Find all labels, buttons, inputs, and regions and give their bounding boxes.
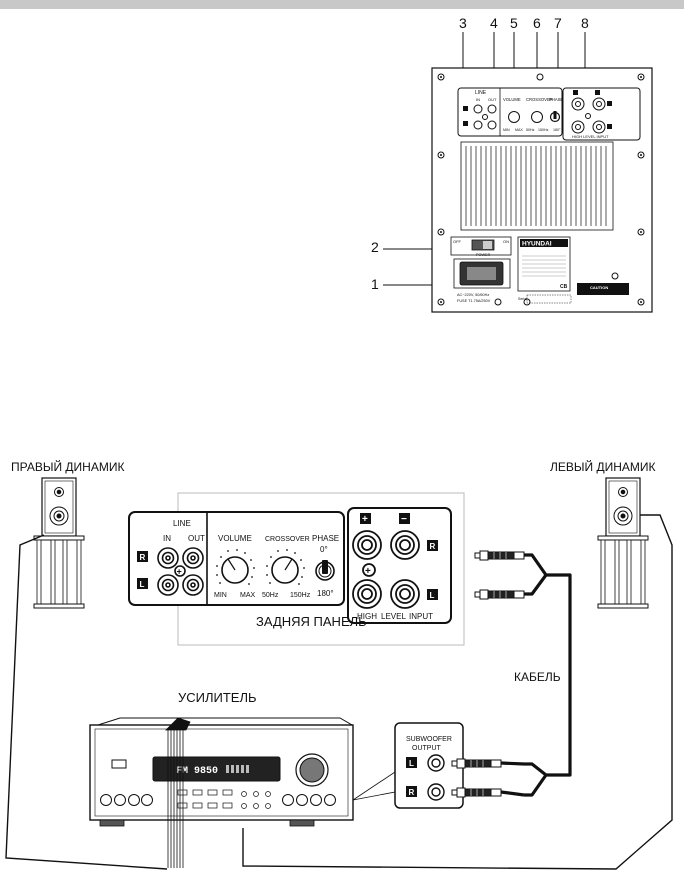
volume-max-label: MAX (240, 592, 256, 599)
amplifier-display: FM 9850 (176, 766, 218, 777)
top-line-label: LINE (475, 90, 487, 96)
top-50hz-label: 50Hz (526, 128, 535, 132)
phase-180-label: 180° (317, 589, 334, 598)
left-speaker (597, 477, 649, 609)
top-max-label: MAX (515, 128, 523, 132)
left-speaker-label: ЛЕВЫЙ ДИНАМИК (550, 459, 656, 474)
callout-6: 6 (533, 15, 541, 31)
phase-0-label: 0° (320, 545, 328, 554)
cable-label: КАБЕЛЬ (514, 670, 561, 684)
volume-min-label: MIN (214, 592, 227, 599)
amplifier-label: УСИЛИТЕЛЬ (178, 690, 257, 705)
rear-panel-label: ЗАДНЯЯ ПАНЕЛЬ (256, 614, 367, 629)
level-label: LEVEL (381, 612, 406, 621)
top-caution: CAUTION (590, 285, 608, 290)
subwoofer-rear-panel: 3 4 5 6 7 8 2 1 (371, 15, 653, 313)
in-label: IN (163, 534, 171, 543)
top-brand: HYUNDAI (522, 241, 552, 248)
top-power-label: POWER (476, 253, 491, 257)
ground-plus: + (177, 567, 182, 577)
top-high-level-input-label: HIGH LEVEL INPUT (572, 134, 609, 139)
high-r-badge: R (430, 542, 436, 551)
high-minus-badge: − (401, 514, 407, 525)
vent-grill (460, 141, 614, 231)
high-label: HIGH (357, 612, 377, 621)
header-strip (0, 0, 684, 9)
phase-label: PHASE (312, 534, 339, 543)
rca-plugs-bottom (451, 758, 525, 798)
amplifier-cable-bundle (165, 717, 191, 868)
input-label: INPUT (409, 612, 433, 621)
callout-7: 7 (554, 15, 562, 31)
high-plus-badge: + (362, 514, 368, 525)
right-speaker (33, 477, 85, 609)
top-in-label: IN (476, 97, 480, 102)
sub-r-badge: R (409, 788, 415, 797)
out-label: OUT (188, 534, 205, 543)
top-on-label: ON (503, 239, 509, 244)
top-volume-label: VOLUME (503, 97, 521, 102)
line-label: LINE (173, 519, 191, 528)
top-crossover-label: CROSSOVER (526, 97, 553, 102)
top-min-label: MIN (503, 128, 510, 132)
callout-8: 8 (581, 15, 589, 31)
line-r-badge: R (140, 553, 146, 562)
rca-plugs-top (474, 550, 525, 600)
rca-cable (524, 553, 572, 797)
volume-label: VOLUME (218, 534, 252, 543)
crossover-50hz-label: 50Hz (262, 592, 279, 599)
line-l-badge: L (140, 580, 145, 589)
amplifier-power-button[interactable] (111, 759, 127, 769)
subwoofer-label-2: OUTPUT (412, 745, 442, 752)
callout-2: 2 (371, 239, 379, 255)
amplifier: FM 9850 (89, 717, 396, 827)
high-l-badge: L (430, 591, 435, 600)
high-level-input-block: + − + R L HIGH LEVEL INPUT (347, 507, 452, 624)
top-180-label: 180° (553, 128, 561, 132)
sub-l-badge: L (409, 759, 414, 768)
top-off-label: OFF (453, 239, 462, 244)
top-ac-line2: FUSE T1.75A/250V (457, 299, 491, 303)
top-out-label: OUT (488, 97, 497, 102)
high-ground-plus: + (365, 566, 371, 577)
rear-panel-controls: LINE IN OUT + R L VOLUME CROSSOVER PHASE… (128, 511, 345, 606)
right-speaker-wire (5, 534, 168, 870)
callout-1: 1 (371, 276, 379, 292)
top-phase-label: PHASE (549, 97, 563, 102)
top-150hz-label: 150Hz (538, 128, 549, 132)
top-ce-cb: CB (560, 284, 568, 290)
callout-5: 5 (510, 15, 518, 31)
top-ac-line1: AC~220V, 50/60Hz (457, 293, 489, 297)
crossover-150hz-label: 150Hz (290, 592, 311, 599)
top-serial: Serial (518, 297, 527, 301)
subwoofer-label-1: SUBWOOFER (406, 736, 452, 743)
crossover-label: CROSSOVER (265, 536, 310, 543)
subwoofer-output-box: SUBWOOFER OUTPUT L R (394, 722, 464, 809)
callout-3: 3 (459, 15, 467, 31)
left-speaker-wire (242, 514, 673, 870)
callout-4: 4 (490, 15, 498, 31)
right-speaker-label: ПРАВЫЙ ДИНАМИК (11, 459, 124, 474)
